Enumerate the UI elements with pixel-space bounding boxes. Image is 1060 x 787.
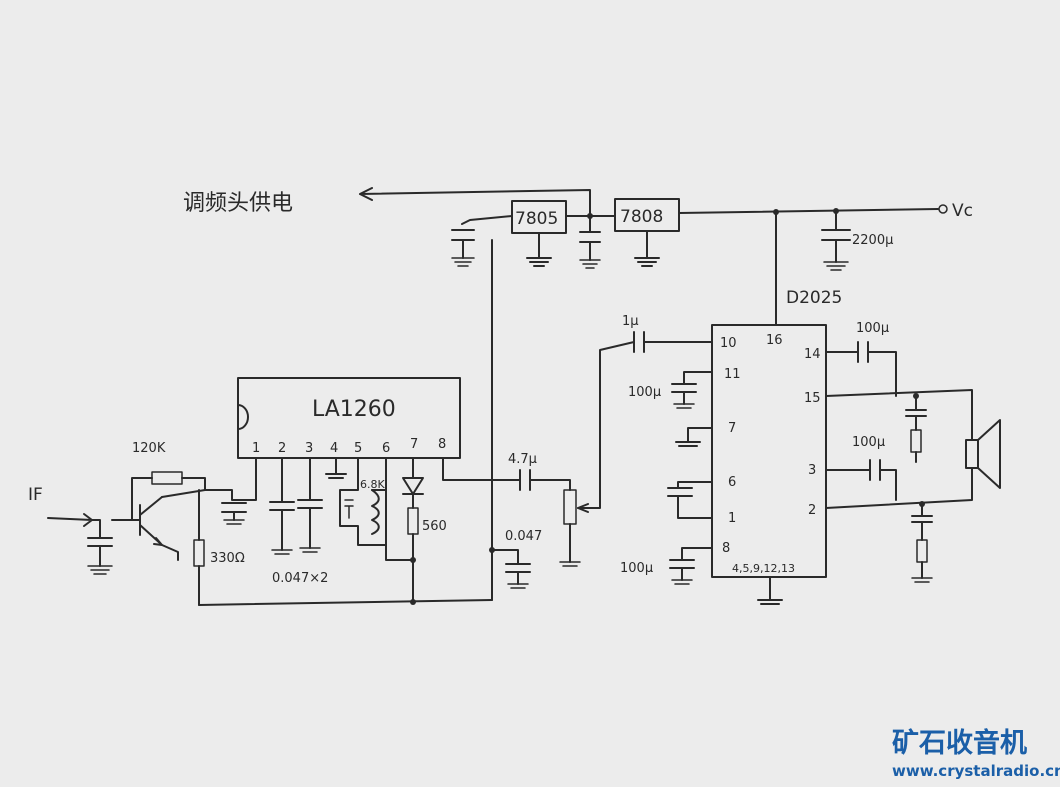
la1260-pin-1: 1: [252, 441, 260, 456]
coil-r-label: 6.8K: [360, 478, 385, 491]
cap-0047-label: 0.047: [505, 529, 542, 544]
cap-p8-label: 100μ: [620, 561, 653, 576]
d2025-pin-11: 11: [724, 367, 741, 382]
cap-1u-label: 1μ: [622, 314, 639, 329]
la1260-pin-5: 5: [354, 441, 362, 456]
la1260-pin-7: 7: [410, 437, 418, 452]
r-560-label: 560: [422, 519, 447, 534]
d2025-pin-16: 16: [766, 333, 783, 348]
labels: 调频头供电 Vc 7805 7808 2200μ D2025 LA1260 IF…: [28, 191, 973, 586]
power-rail: [359, 187, 948, 601]
r-120k-label: 120K: [132, 441, 166, 456]
watermark-site-name: 矿石收音机: [892, 727, 1027, 759]
caps-pair-label: 0.047×2: [272, 571, 328, 586]
cap-2200-label: 2200μ: [852, 233, 893, 248]
cap-p11-label: 100μ: [628, 385, 661, 400]
d2025-pin-1: 1: [728, 511, 736, 526]
if-input-label: IF: [28, 485, 43, 505]
d2025-pin-8: 8: [722, 541, 730, 556]
d2025-label: D2025: [786, 288, 842, 308]
vc-terminal: [938, 204, 948, 214]
la1260-pin-network: [269, 457, 521, 603]
watermark-url: www.crystalradio.cn: [892, 762, 1060, 780]
d2025-pin-2: 2: [808, 503, 816, 518]
la1260-ic: [237, 377, 461, 459]
d2025-pin-6: 6: [728, 475, 736, 490]
d2025-pin-10: 10: [720, 336, 737, 351]
la1260-pin-2: 2: [278, 441, 286, 456]
coupling-stage: [489, 341, 635, 589]
d2025-gnd-pins: 4,5,9,12,13: [732, 562, 795, 575]
site-watermark: 矿石收音机 www.crystalradio.cn: [892, 727, 1060, 780]
d2025-ic: [633, 324, 827, 605]
speaker-icon: [965, 439, 979, 469]
cap-p3-label: 100μ: [852, 435, 885, 450]
d2025-pin-7: 7: [728, 421, 736, 436]
la1260-pin-8: 8: [438, 437, 446, 452]
vc-label: Vc: [952, 201, 973, 221]
d2025-pin-3: 3: [808, 463, 816, 478]
cap-p14-label: 100μ: [856, 321, 889, 336]
output-network: [825, 341, 1001, 583]
reg-7805-label: 7805: [515, 209, 558, 229]
la1260-pin-4: 4: [330, 441, 338, 456]
la1260-pin-6: 6: [382, 441, 390, 456]
feed-label: 调频头供电: [183, 191, 293, 216]
d2025-pin-15: 15: [804, 391, 821, 406]
input-stage: [47, 457, 493, 606]
la1260-pin-3: 3: [305, 441, 313, 456]
reg-7808-label: 7808: [620, 207, 663, 227]
d2025-pin-14: 14: [804, 347, 821, 362]
r-330-label: 330Ω: [210, 551, 245, 566]
la1260-label: LA1260: [312, 397, 396, 422]
cap-4u7-label: 4.7μ: [508, 452, 537, 467]
